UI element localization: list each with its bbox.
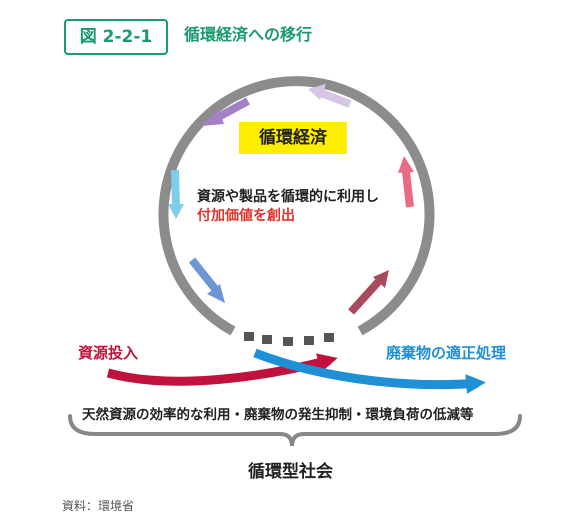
cycle-arrow — [201, 97, 250, 126]
ring-gap-dash — [304, 336, 314, 345]
society-measures-text: 天然資源の効率的な利用・廃棄物の発生抑制・環境負荷の低減等 — [82, 407, 474, 423]
waste-output-arrow — [253, 348, 486, 394]
cycle-arrow — [308, 84, 352, 108]
circular-economy-label: 循環経済 — [239, 122, 347, 154]
waste-treatment-label: 廃棄物の適正処理 — [386, 344, 507, 362]
sound-material-cycle-society-label: 循環型社会 — [248, 462, 333, 482]
cycle-arrow — [188, 257, 225, 303]
figure-title: 循環経済への移行 — [184, 25, 313, 44]
cycle-arrow — [348, 270, 389, 315]
ring-gap-dash — [244, 332, 254, 341]
bottom-brace — [68, 414, 522, 447]
cycle-arrow — [168, 169, 184, 219]
figure-number-badge: 図 2-2-1 — [64, 19, 168, 55]
ring-gap-dash — [283, 337, 293, 346]
resource-input-label: 資源投入 — [78, 344, 139, 362]
cycle-description-line1: 資源や製品を循環的に利用し — [197, 189, 379, 205]
ring-gap-dash — [262, 335, 272, 344]
cycle-arrow — [398, 156, 414, 208]
source-note: 資料：環境省 — [62, 499, 135, 513]
ring-gap-dash — [324, 333, 334, 342]
cycle-ring — [158, 76, 435, 336]
cycle-description-line2: 付加価値を創出 — [197, 208, 295, 224]
